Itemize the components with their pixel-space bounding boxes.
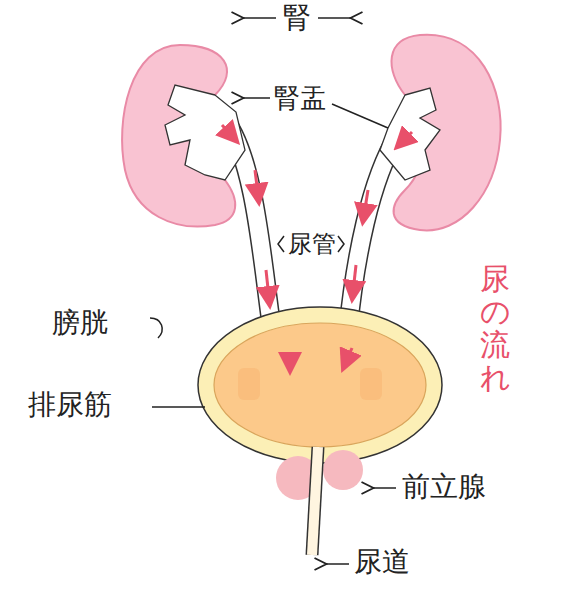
bladder-label: 膀胱 <box>52 308 108 339</box>
detrusor-label: 排尿筋 <box>28 390 112 421</box>
pelvis-label: 腎盂 <box>274 84 326 113</box>
ureter-label: 尿管 <box>288 231 336 257</box>
urine-flow-note: 尿の流れ <box>480 262 510 394</box>
urethra-label: 尿道 <box>354 547 410 578</box>
kidney-label: 腎 <box>283 3 311 34</box>
prostate-label: 前立腺 <box>402 472 486 503</box>
